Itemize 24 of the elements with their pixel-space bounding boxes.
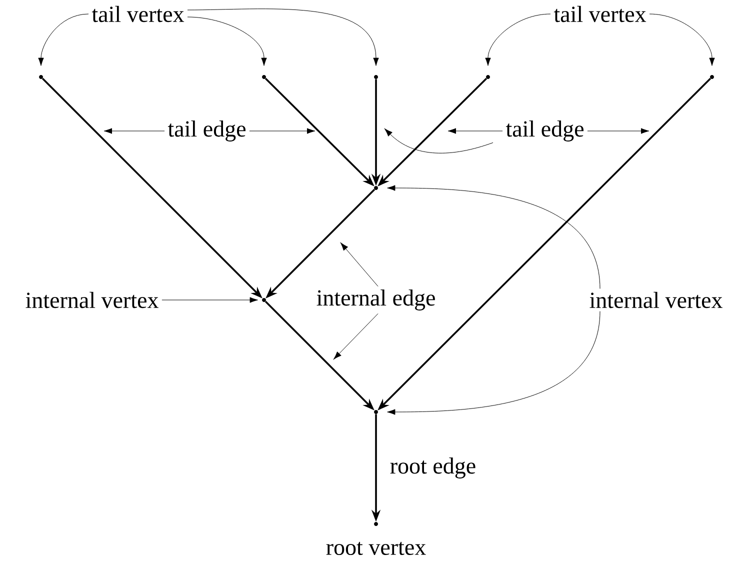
- leader-arrow: [485, 14, 551, 66]
- leader-arrow: [384, 128, 494, 154]
- vertex-label: root vertex: [326, 542, 426, 556]
- leader-arrow: [587, 128, 650, 134]
- edge-label: root edge: [390, 458, 476, 478]
- leader-arrow: [387, 185, 600, 289]
- leader-arrow: [162, 297, 258, 303]
- text-label: internal vertex: [26, 292, 158, 308]
- leader-arrow: [104, 128, 165, 134]
- text-label: internal edge: [316, 290, 435, 310]
- leader-arrow: [649, 14, 715, 66]
- text-label: tail vertex: [92, 6, 184, 22]
- leader-arrow: [38, 14, 89, 66]
- text-label: tail edge: [168, 120, 246, 142]
- leader-arrow: [340, 242, 378, 287]
- text-label: tail vertex: [554, 6, 646, 22]
- leader-arrow: [187, 8, 379, 66]
- leader-arrow: [187, 16, 267, 66]
- leader-arrow: [448, 128, 503, 134]
- leader-arrow: [334, 313, 378, 360]
- text-label: internal vertex: [590, 292, 722, 308]
- leader-arrow: [387, 311, 600, 415]
- text-label: tail edge: [506, 120, 584, 142]
- leader-arrow: [249, 128, 316, 134]
